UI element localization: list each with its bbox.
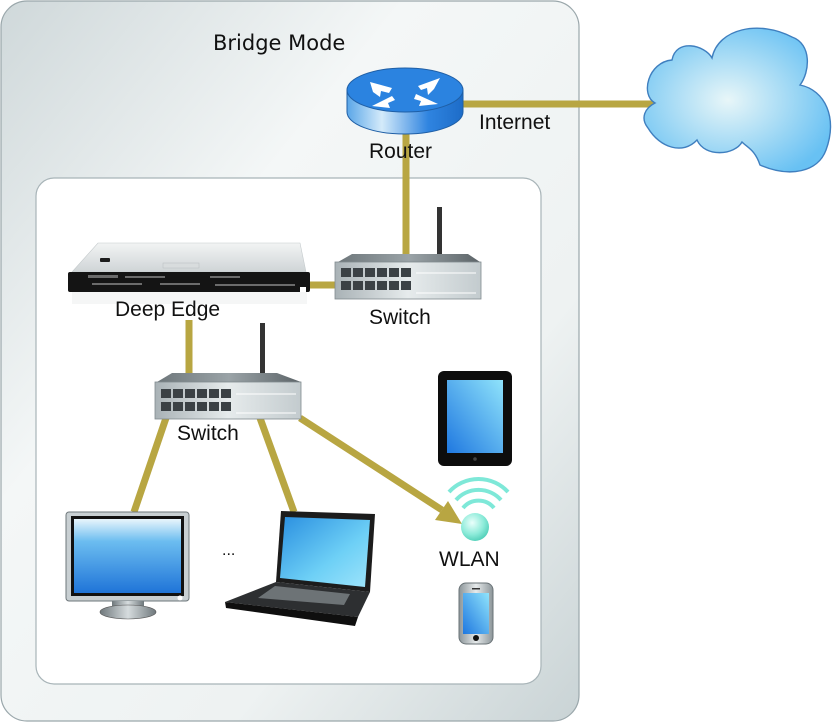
wlan-icon bbox=[447, 477, 510, 541]
link-switch-mid-desktop bbox=[130, 416, 170, 514]
more-devices-ellipsis: ... bbox=[222, 542, 236, 559]
deep-edge-server-icon bbox=[68, 242, 310, 304]
tablet-icon bbox=[438, 371, 512, 466]
switch-top-label: Switch bbox=[369, 306, 431, 329]
router-icon bbox=[346, 67, 464, 135]
cloud-icon bbox=[643, 27, 832, 173]
link-switch-mid-wlan bbox=[298, 415, 444, 513]
desktop-monitor-icon bbox=[65, 511, 190, 620]
phone-icon bbox=[458, 582, 494, 645]
switch-mid-icon bbox=[154, 323, 302, 420]
links bbox=[130, 100, 660, 514]
laptop-icon bbox=[225, 511, 375, 626]
switch-mid-label: Switch bbox=[177, 422, 239, 445]
wlan-label: WLAN bbox=[439, 548, 500, 571]
internet-label: Internet bbox=[479, 111, 551, 134]
diagram-title: Bridge Mode bbox=[213, 31, 346, 55]
switch-top-icon bbox=[334, 207, 482, 300]
arrowhead-wlan bbox=[435, 501, 462, 524]
link-switch-mid-laptop bbox=[256, 416, 298, 514]
deep-edge-label: Deep Edge bbox=[115, 298, 221, 321]
router-label: Router bbox=[369, 140, 433, 163]
